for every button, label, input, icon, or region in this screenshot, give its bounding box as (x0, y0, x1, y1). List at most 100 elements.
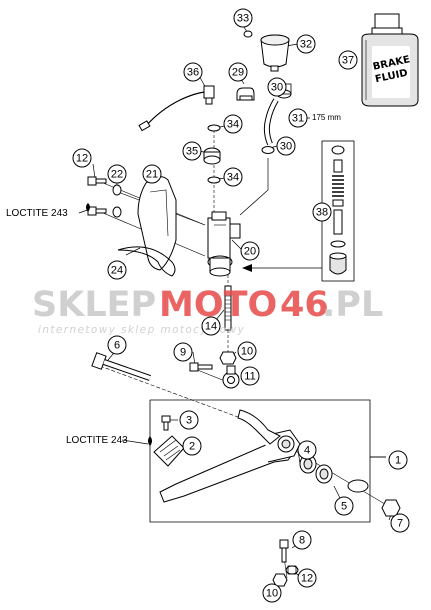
callout-circle (72, 148, 92, 168)
loctite-drop-top (86, 203, 90, 212)
callout-circle (142, 164, 162, 184)
adjuster-screw (279, 539, 289, 563)
callout-circle (201, 316, 221, 336)
watermark-tagline: internetowy sklep motocyklowy (38, 324, 245, 336)
callout-number: 4 (304, 445, 310, 457)
callout-number: 31 (292, 113, 304, 125)
callout-number: 8 (299, 535, 305, 547)
callout-number: 22 (111, 169, 123, 181)
nut-lower (272, 573, 288, 587)
callout-circle (107, 164, 127, 184)
callout-circle (338, 50, 358, 70)
hose-clamp-lower (261, 146, 275, 154)
callout-number: 12 (301, 573, 313, 585)
washer-22 (112, 184, 122, 196)
callout-circle (182, 436, 202, 456)
push-rod (224, 285, 232, 331)
callout-number: 5 (341, 501, 347, 513)
brake-fluid-bottle: BRAKE FLUID (361, 13, 419, 107)
spacer-ring (347, 479, 369, 493)
callout-circle (182, 141, 202, 161)
bearing-right (315, 464, 333, 484)
loctite-note-bottom: LOCTITE 243 (66, 435, 128, 446)
callout-circle (240, 366, 260, 386)
callout-number: 9 (180, 347, 186, 359)
callout-number: 11 (244, 371, 255, 383)
screw-upper-left (87, 176, 107, 186)
callout-circle (297, 568, 317, 588)
callout-circle (276, 136, 296, 156)
callout-number: 2 (189, 441, 195, 453)
pivot-bolt (91, 352, 151, 381)
callout-circle (390, 513, 410, 533)
callout-circle (179, 410, 199, 430)
callout-circle (388, 450, 408, 470)
washer-lower-12 (285, 565, 299, 575)
callout-number: 6 (114, 340, 120, 352)
callout-circle (288, 108, 308, 128)
callout-number: 38 (316, 207, 328, 219)
nut-upper (219, 351, 237, 365)
callout-circle (228, 62, 248, 82)
callout-number: 3 (186, 415, 192, 427)
callout-number: 12 (76, 153, 88, 165)
callout-number: 34 (227, 119, 239, 131)
screw-9 (189, 362, 213, 372)
callout-circle (173, 342, 193, 362)
callout-number: 34 (227, 172, 239, 184)
callout-number: 10 (266, 588, 278, 600)
callout-circle (334, 496, 354, 516)
brake-pedal-plate (153, 435, 185, 467)
callout-circle (312, 202, 332, 222)
callout-circle (107, 335, 127, 355)
callout-circle (233, 8, 253, 28)
callout-number: 10 (241, 346, 253, 358)
screw-middle-left (87, 206, 107, 216)
callout-number: 32 (300, 39, 312, 51)
plate-screw (161, 415, 171, 431)
callout-number: 36 (187, 67, 199, 79)
end-cap (381, 499, 401, 517)
watermark-part2: MOTO (159, 285, 277, 325)
callout-circle (296, 34, 316, 54)
hose-length-note: 175 mm (312, 113, 341, 122)
callout-number: 21 (146, 169, 158, 181)
watermark-part3: 46 (280, 285, 329, 325)
callout-number: 24 (111, 265, 123, 277)
brake-light-switch (138, 85, 215, 132)
watermark: SKLEP MOTO 46 .PL internetowy sklep moto… (32, 285, 383, 336)
washer-lower (207, 176, 221, 184)
loctite-note-top: LOCTITE 243 (6, 208, 68, 219)
loctite-drop-bottom (148, 436, 152, 446)
repair-kit-arrow (242, 264, 322, 272)
washer-middle-left (112, 206, 122, 218)
callout-circle (107, 260, 127, 280)
callout-circle (237, 341, 257, 361)
clevis-fork (222, 365, 240, 389)
watermark-part1: SKLEP (32, 285, 156, 325)
cable-tie (117, 246, 176, 277)
banjo-bolt (203, 147, 221, 165)
callout-circle (223, 114, 243, 134)
callout-circle (262, 583, 282, 603)
bearing-left (299, 454, 317, 474)
reservoir-cap-seal (243, 30, 253, 38)
fluid-reservoir (260, 34, 290, 72)
callout-number: 1 (395, 455, 401, 467)
washer-upper (207, 124, 221, 132)
callout-circle (240, 241, 260, 261)
brake-pedal (159, 409, 301, 503)
callout-number: 14 (205, 321, 217, 333)
repair-kit (321, 140, 355, 282)
callout-number: 33 (237, 13, 249, 25)
callout-number: 29 (232, 67, 244, 79)
callout-number: 7 (397, 518, 403, 530)
callout-number: 30 (280, 141, 292, 153)
callout-number: 35 (186, 146, 198, 158)
watermark-part4: .PL (322, 285, 383, 325)
heat-shield (137, 176, 177, 271)
callout-circle (292, 530, 312, 550)
callout-circle (297, 440, 317, 460)
